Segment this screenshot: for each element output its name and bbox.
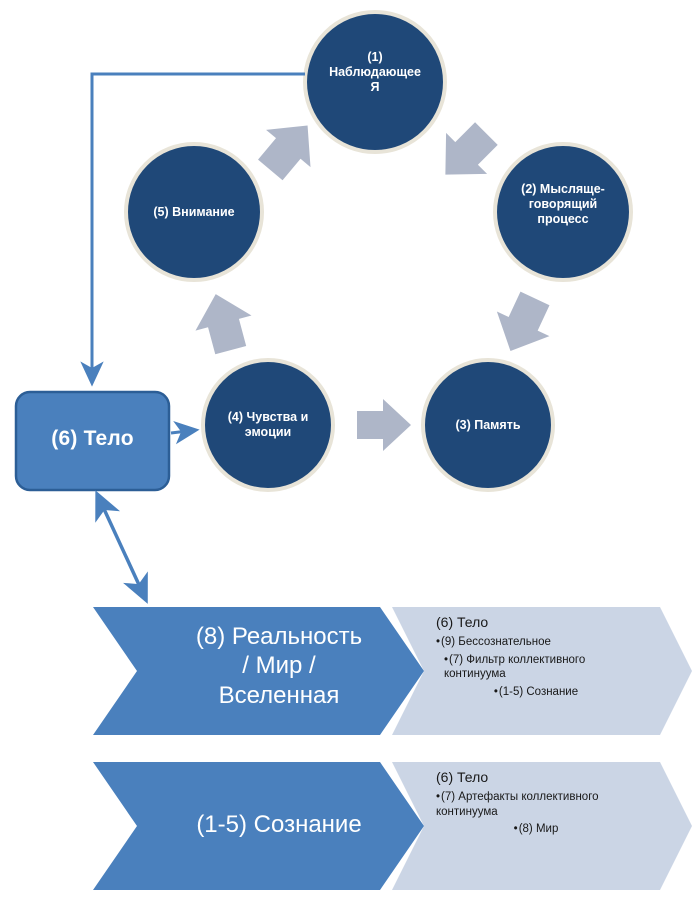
list-item-text: (9) Бессознательное xyxy=(441,636,551,648)
list-item: •(1-5) Сознание xyxy=(493,686,579,699)
list-item: •(8) Мир xyxy=(513,823,559,836)
chevron-row-consciousness-side-shape xyxy=(392,762,692,890)
body-box-shape[interactable] xyxy=(14,390,171,492)
chevron-reality-side-list: •(9) Бессознательное •(7) Фильтр коллект… xyxy=(436,635,636,700)
chevron-reality-line3: Вселенная xyxy=(218,681,340,709)
list-item: •(9) Бессознательное xyxy=(436,636,551,648)
chevron-row-reality-side-shape xyxy=(392,607,692,735)
list-item: •(7) Артефакты коллективного континуума xyxy=(436,791,599,818)
chevron-consciousness-side-title: (6) Тело xyxy=(436,769,489,785)
chevron-reality-line2: / Мир / xyxy=(242,652,316,680)
block-arrow-1-to-2 xyxy=(445,122,498,175)
chevron-reality-side-content: (6) Тело •(9) Бессознательное •(7) Фильт… xyxy=(436,614,636,703)
cycle-node-2[interactable] xyxy=(493,142,633,282)
chevron-reality-side-title: (6) Тело xyxy=(436,614,489,630)
chevron-consciousness-side-content: (6) Тело •(7) Артефакты коллективного ко… xyxy=(436,769,636,840)
chevron-consciousness-side-list: •(7) Артефакты коллективного континуума … xyxy=(436,790,636,837)
list-item-text: (8) Мир xyxy=(518,823,559,836)
cycle-node-4[interactable] xyxy=(201,358,335,492)
chevron-reality-line1: (8) Реальность xyxy=(195,623,363,650)
cycle-node-3[interactable] xyxy=(421,358,555,492)
cycle-node-1[interactable] xyxy=(303,10,447,154)
list-item-text: (7) Фильтр коллективного континуума xyxy=(444,653,586,681)
block-arrow-3-to-4 xyxy=(357,399,411,451)
cycle-node-5[interactable] xyxy=(124,142,264,282)
block-arrow-2-to-3 xyxy=(496,291,550,352)
connector-body-to-feelings xyxy=(170,420,200,445)
chevron-row-reality-main-shape[interactable] xyxy=(93,607,424,735)
list-item: •(7) Фильтр коллективного континуума xyxy=(444,653,586,681)
connector-body-to-reality xyxy=(95,490,148,604)
chevron-consciousness-line1: (1-5) Сознание xyxy=(196,811,362,838)
chevron-row-consciousness-main-shape[interactable] xyxy=(93,762,424,890)
list-item-text: (7) Артефакты коллективного континуума xyxy=(436,791,599,818)
feedback-connector-node1-to-body xyxy=(80,72,305,387)
block-arrow-4-to-5 xyxy=(195,294,252,355)
block-arrow-5-to-1 xyxy=(258,125,311,181)
chevron-reality-main-label: (8) Реальность / Мир / Вселенная xyxy=(140,622,418,710)
chevron-consciousness-main-label: (1-5) Сознание xyxy=(140,810,418,839)
list-item-text: (1-5) Сознание xyxy=(498,686,579,699)
